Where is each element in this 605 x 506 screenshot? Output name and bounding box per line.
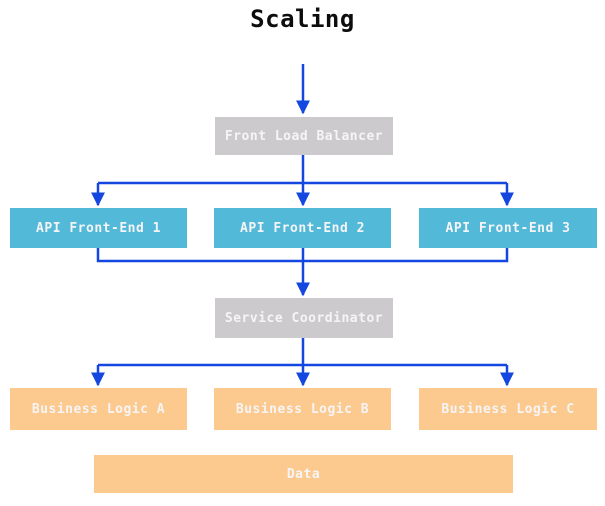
edge-flb-branch-bus (98, 155, 507, 185)
diagram-title: Scaling (250, 5, 355, 33)
node-api-front-end-1: API Front-End 1 (10, 208, 187, 248)
node-data-label: Data (286, 466, 321, 482)
node-business-logic-c-label: Business Logic C (441, 401, 575, 417)
node-api-front-end-1-label: API Front-End 1 (36, 220, 161, 236)
node-business-logic-a-label: Business Logic A (31, 401, 166, 417)
node-front-load-balancer-label: Front Load Balancer (224, 128, 384, 144)
node-front-load-balancer: Front Load Balancer (215, 117, 393, 155)
node-api-front-end-3-label: API Front-End 3 (445, 220, 571, 236)
edge-sc-branch-bus (98, 338, 507, 367)
node-service-coordinator-label: Service Coordinator (224, 310, 384, 326)
node-api-front-end-2-label: API Front-End 2 (240, 220, 365, 236)
node-data: Data (94, 455, 513, 493)
node-business-logic-b-label: Business Logic B (235, 401, 370, 417)
node-service-coordinator: Service Coordinator (215, 298, 393, 338)
node-api-front-end-2: API Front-End 2 (214, 208, 391, 248)
node-business-logic-c: Business Logic C (419, 388, 597, 430)
node-business-logic-b: Business Logic B (214, 388, 391, 430)
node-business-logic-a: Business Logic A (10, 388, 187, 430)
node-api-front-end-3: API Front-End 3 (419, 208, 597, 248)
